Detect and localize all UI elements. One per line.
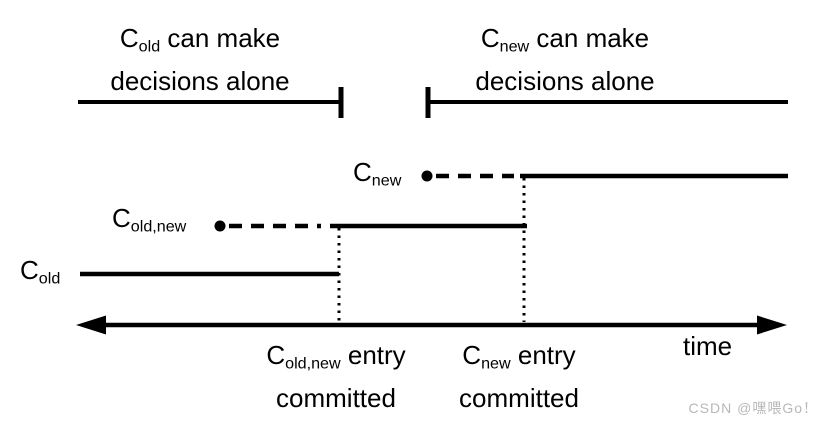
c-old-new-start-dot xyxy=(214,220,226,232)
c-new-start-dot xyxy=(421,170,433,182)
new-alone-line1: Cnew can make xyxy=(480,23,650,56)
time-axis-right-arrowhead-icon xyxy=(757,315,787,335)
csdn-watermark: CSDN @嘿喂Go！ xyxy=(688,400,818,416)
old-new-committed-label: Cold,new entry committed xyxy=(266,338,405,415)
new-committed-line2: committed xyxy=(459,382,579,413)
c-old-series-label: Cold xyxy=(20,255,61,288)
old-new-committed-line1: Cold,new entry xyxy=(266,340,406,373)
old-new-committed-line2: committed xyxy=(276,382,396,413)
new-alone-annotation: Cnew can make decisions alone xyxy=(475,21,654,98)
c-old-new-series-label: Cold,new xyxy=(112,203,187,236)
c-new-series-label: Cnew xyxy=(353,157,402,190)
time-axis-label: time xyxy=(683,331,733,361)
old-alone-line1: Cold can make xyxy=(119,23,281,56)
old-alone-line2: decisions alone xyxy=(110,65,290,96)
new-committed-label: Cnew entry committed xyxy=(459,338,579,415)
time-axis-left-arrowhead-icon xyxy=(76,315,106,335)
old-alone-annotation: Cold can make decisions alone xyxy=(110,21,289,98)
new-alone-line2: decisions alone xyxy=(475,65,655,96)
new-committed-line1: Cnew entry xyxy=(462,340,576,373)
